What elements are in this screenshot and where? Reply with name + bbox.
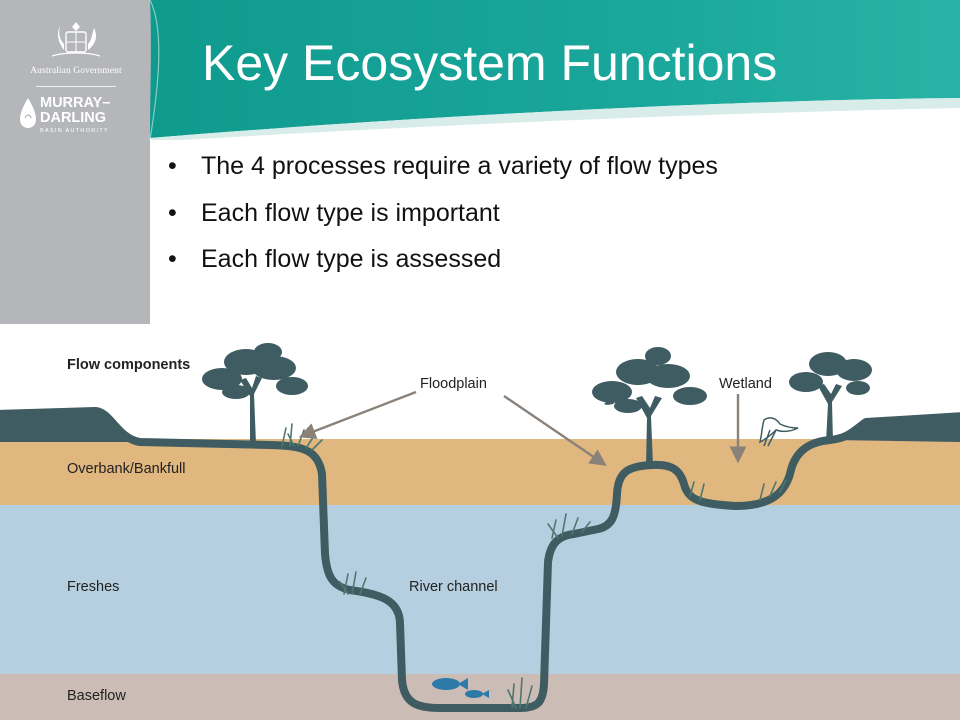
bullet-list: • The 4 processes require a variety of fl… [168,154,718,294]
bullet-dot-icon: • [168,198,177,227]
bird-icon [604,401,614,405]
flow-components-heading: Flow components [67,357,191,373]
slide-title: Key Ecosystem Functions [202,35,778,91]
bullet-item: • Each flow type is important [168,198,718,227]
authority-name-line1: MURRAY– [40,95,111,111]
flow-components-diagram [0,324,960,720]
floodplain-label: Floodplain [420,376,487,392]
tree-middle-icon [592,347,707,466]
water-drop-icon [20,98,36,128]
bullet-item: • The 4 processes require a variety of fl… [168,154,718,179]
header-banner [0,0,960,140]
government-name: Australian Government [30,66,122,76]
river-channel-label: River channel [409,579,498,595]
terrain-profile [0,407,960,712]
upland-right [830,416,960,442]
bullet-text: Each flow type is assessed [201,245,502,273]
band-label-freshes: Freshes [67,579,120,595]
arrow-floodplain-right [503,395,607,466]
band-baseflow [0,674,960,720]
authority-name: MURRAY– DARLING [40,96,110,126]
heron-icon [758,417,799,447]
bullet-item: • Each flow type is assessed [168,247,718,272]
tree-right-icon [789,352,872,442]
band-label-overbank: Overbank/Bankfull [67,461,186,477]
tree-left-icon [202,343,308,444]
authority-subtitle: BASIN AUTHORITY [40,128,110,134]
band-label-baseflow: Baseflow [67,688,126,704]
arrow-floodplain-left [298,390,417,439]
reeds-icon [281,423,787,709]
authority-name-line2: DARLING [40,110,107,126]
fish-icon [432,678,489,698]
wetland-label: Wetland [719,376,772,392]
band-freshes [0,505,960,674]
coat-of-arms-icon [51,22,101,57]
bullet-dot-icon: • [168,152,177,180]
logo-block: Australian Government MURRAY– DARLING BA… [14,14,138,154]
upland-left [0,411,140,442]
logo-divider [36,86,116,87]
bullet-dot-icon: • [168,245,177,273]
bullet-text: The 4 processes require a variety of flo… [201,152,718,180]
bullet-text: Each flow type is important [201,198,500,227]
